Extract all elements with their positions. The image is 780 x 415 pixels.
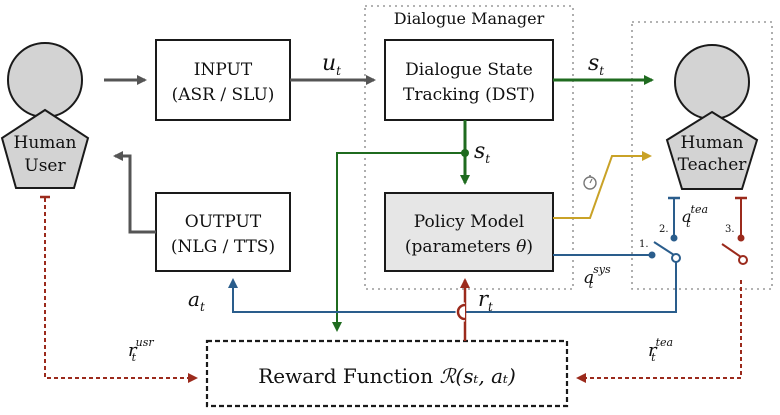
switch3-dot	[737, 234, 745, 242]
human-user-figure	[0, 42, 90, 189]
input-label-line2: (ASR / SLU)	[172, 85, 275, 105]
policy-label-line1: Policy Model	[414, 212, 524, 232]
state-to-reward-arrow	[332, 152, 465, 332]
switch3-pivot	[738, 255, 748, 265]
switch-lever	[653, 241, 675, 256]
switch-number-1: 1.	[639, 239, 649, 250]
output-to-user-arrow	[113, 151, 156, 234]
human-teacher-figure	[665, 44, 759, 190]
stopwatch-icon	[583, 175, 597, 190]
output-box	[155, 192, 291, 272]
crossing-hop	[456, 303, 466, 321]
switch3-lever	[721, 243, 742, 258]
input-label-line1: INPUT	[194, 60, 253, 80]
user-reward-arrow	[44, 198, 198, 383]
dialogue-manager-label: Dialogue Manager	[394, 9, 545, 28]
dialogue-manager-region	[364, 5, 574, 290]
output-label-line2: (NLG / TTS)	[171, 237, 275, 257]
label-s-t-mid: st	[474, 139, 490, 166]
label-u-t: ut	[322, 51, 341, 78]
policy-model-box	[384, 192, 554, 272]
human-user-label-line1: Human	[14, 133, 77, 153]
policy-to-teacher-arrow	[553, 151, 652, 219]
label-s-t-top: st	[588, 51, 604, 78]
dst-label-line2: Tracking (DST)	[403, 85, 535, 105]
human-teacher-label-line2: Teacher	[678, 155, 748, 175]
output-label-line1: OUTPUT	[185, 212, 262, 232]
label-r-t: rt	[478, 287, 493, 314]
human-user-label-line2: User	[24, 156, 66, 176]
teacher-reward-arrow	[576, 280, 742, 383]
switch-pivot	[671, 253, 681, 263]
state-branch-dot	[461, 149, 469, 157]
action-to-output-arrow	[228, 262, 677, 313]
dst-box	[384, 39, 554, 121]
policy-label-line2: (parameters θ)	[405, 237, 533, 257]
human-teacher-label-line1: Human	[681, 133, 744, 153]
switch-pos1-dot	[648, 251, 656, 259]
label-a-t: at	[188, 287, 205, 314]
switch-pos2-dot	[670, 234, 678, 242]
dst-label-line1: Dialogue State	[405, 60, 533, 80]
reward-function-box	[205, 339, 569, 408]
switch-number-2: 2.	[659, 224, 669, 235]
input-box	[155, 39, 291, 121]
switch-number-3: 3.	[725, 224, 735, 235]
reward-function-label: Reward Function ℛ(sₜ, aₜ)	[258, 364, 516, 388]
